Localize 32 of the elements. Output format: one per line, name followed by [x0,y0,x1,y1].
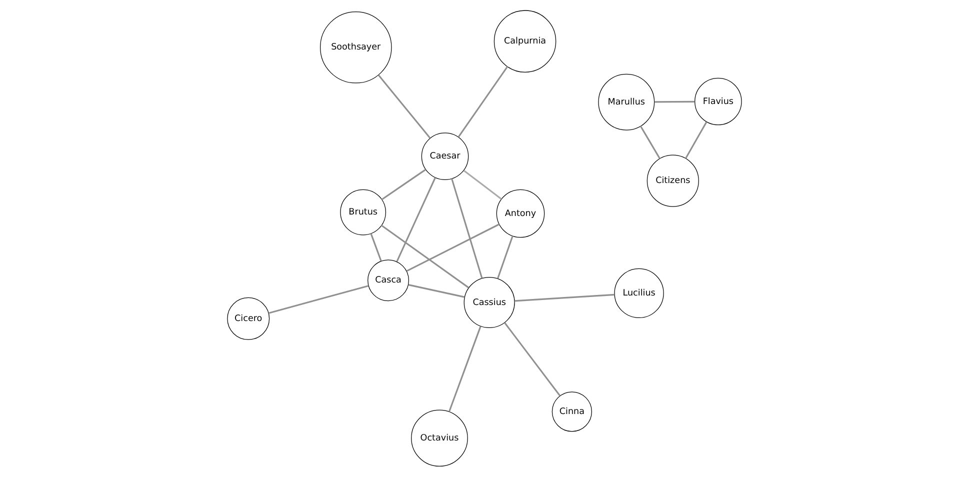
connector [370,233,382,262]
connector [268,285,369,314]
connector [406,224,500,272]
node-circle: Brutus [340,189,386,236]
connector [381,224,470,288]
connector [378,74,431,139]
node-circle: Casca [368,260,410,302]
connector [504,322,561,396]
node-circle: Cinna [552,392,592,432]
connector [448,326,482,412]
connector [381,168,426,200]
node-circle: Octavius [411,410,468,467]
connector [396,177,436,262]
node-circle: Antony [496,189,545,238]
connector [497,236,514,279]
node-circle: Cassius [464,276,515,328]
node-circle: Caesar [421,132,469,180]
node-circle: Marullus [598,74,655,130]
connector [654,100,695,103]
node-circle: Citizens [646,154,699,207]
node-circle: Soothsayer [320,11,392,84]
connector [408,284,465,298]
connector [514,294,615,302]
node-circle: Calpurnia [494,10,556,72]
connector [685,122,708,159]
connector [463,170,502,200]
node-circle: Lucilius [614,268,664,318]
connector [640,126,660,159]
connector [451,178,483,278]
connector [458,66,508,138]
node-circle: Cicero [227,297,270,340]
node-circle: Flavius [694,78,742,126]
